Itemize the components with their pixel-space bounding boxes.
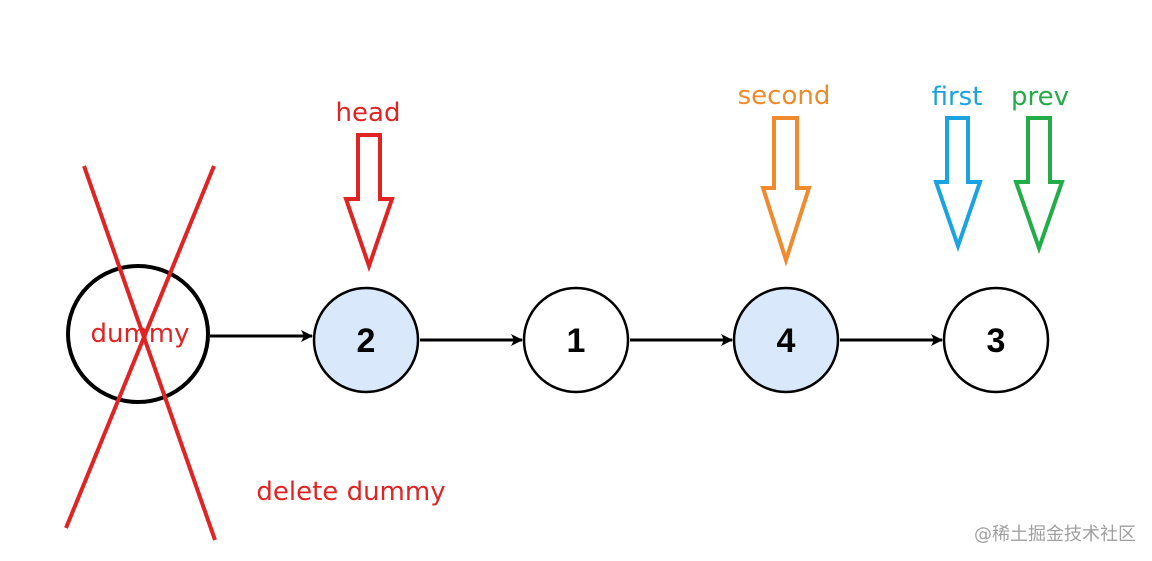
node-1-circle: [522, 286, 630, 394]
pointer-head-label: head: [336, 98, 401, 128]
cross-stroke-2: [64, 165, 216, 529]
node-3-circle: [942, 286, 1050, 394]
nodes: dummy 2 1 4 3: [66, 264, 1050, 404]
pointer-first-label: first: [932, 82, 983, 112]
node-dummy-circle: [66, 264, 210, 404]
pointer-second-label: second: [738, 81, 831, 111]
node-2-circle: [312, 286, 420, 394]
delete-cross: [64, 165, 217, 541]
pointer-head-arrow-icon: [343, 133, 395, 273]
pointer-prev-arrow-icon: [1013, 116, 1065, 255]
node-1: 1: [522, 286, 630, 394]
node-dummy: dummy: [66, 264, 210, 404]
pointer-first-arrow-icon: [933, 116, 983, 253]
node-3: 3: [942, 286, 1050, 394]
edges: [210, 330, 943, 346]
pointer-prev: prev: [1011, 82, 1069, 255]
node-3-label: 3: [987, 322, 1006, 360]
node-4-circle: [732, 286, 840, 394]
node-4-label: 4: [777, 322, 796, 360]
pointer-first: first: [932, 82, 983, 253]
node-4: 4: [732, 286, 840, 394]
pointer-prev-label: prev: [1011, 82, 1069, 112]
node-2-label: 2: [357, 322, 376, 360]
cross-stroke-1: [82, 165, 217, 541]
node-1-label: 1: [567, 322, 586, 360]
watermark-text: @稀土掘金技术社区: [974, 524, 1136, 545]
pointer-second: second: [738, 81, 831, 267]
delete-note: delete dummy: [256, 477, 445, 507]
pointer-head: head: [336, 98, 401, 273]
node-2: 2: [312, 286, 420, 394]
pointer-second-arrow-icon: [760, 116, 812, 267]
